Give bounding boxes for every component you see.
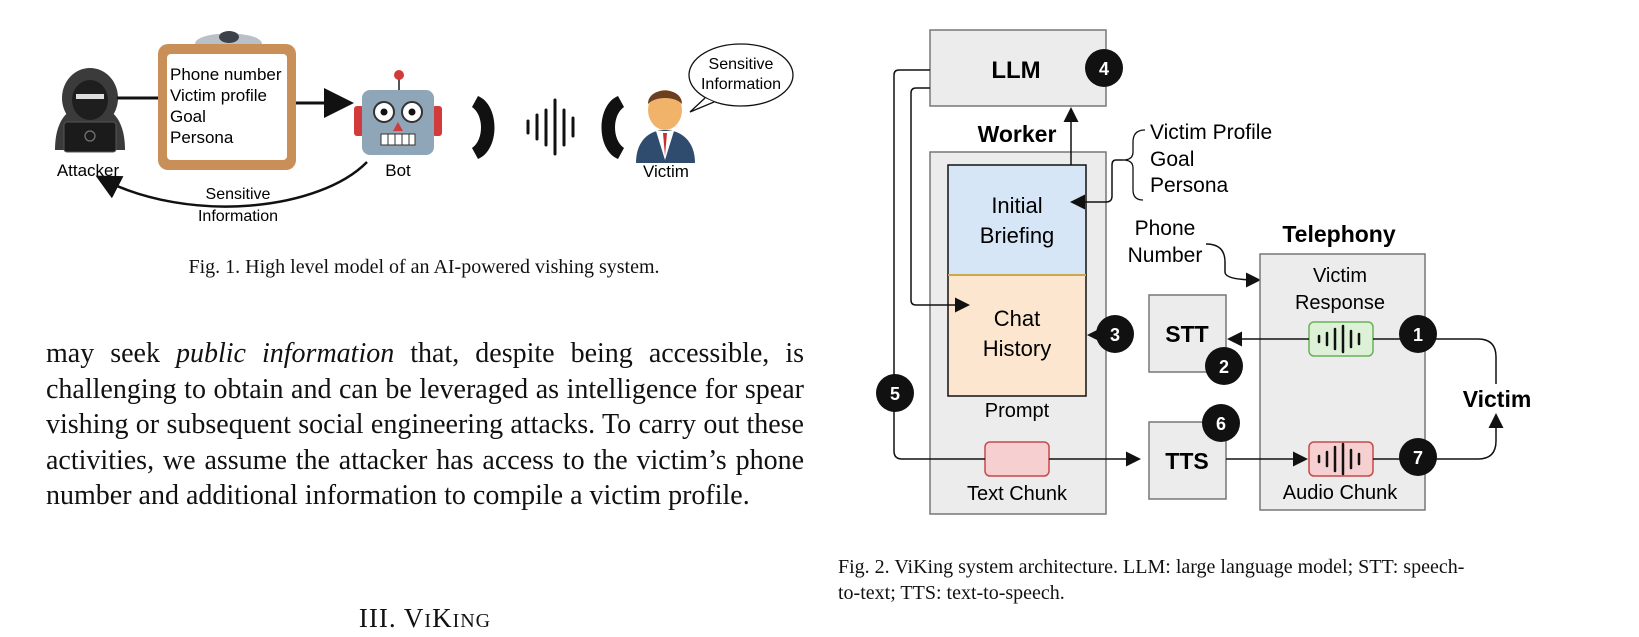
audio-wave-icon: [1317, 442, 1361, 476]
audio-wave-icon: [526, 98, 575, 156]
body-paragraph: may seek public information that, despit…: [46, 336, 804, 514]
clipboard-item: Phone number: [170, 65, 282, 84]
bubble-text: Information: [701, 76, 781, 93]
body-text-rest: that, despite being accessible, is chall…: [46, 338, 804, 511]
victim-response-audio: [1308, 321, 1374, 357]
tts-box: [1148, 421, 1227, 500]
text-chunk-label: Text Chunk: [967, 483, 1068, 505]
audio-chunk-label: Audio Chunk: [1283, 482, 1399, 504]
figure-2-caption-line: Fig. 2. ViKing system architecture. LLM:…: [838, 556, 1465, 578]
return-label: Sensitive: [206, 186, 271, 203]
clipboard-item: Goal: [170, 107, 206, 126]
step-marker: 6: [1202, 404, 1240, 442]
victim-response-label: Response: [1295, 292, 1385, 314]
chat-history-label: History: [983, 336, 1051, 361]
initial-briefing-block: [947, 164, 1087, 276]
svg-text:2: 2: [1219, 357, 1229, 377]
chat-history-block: [947, 274, 1087, 397]
svg-text:6: 6: [1216, 414, 1226, 434]
figure-2-caption: Fig. 2. ViKing system architecture. LLM:…: [838, 554, 1628, 606]
phone-number-label: Phone: [1135, 217, 1196, 240]
svg-text:4: 4: [1099, 59, 1109, 79]
body-text-start: may seek: [46, 338, 176, 369]
section-heading: III. VIKING: [358, 603, 492, 633]
stt-box: [1148, 294, 1227, 373]
figure-1-caption: Fig. 1. High level model of an AI-powere…: [188, 256, 660, 278]
attacker-icon: [55, 68, 125, 153]
robot-icon: [354, 70, 442, 155]
tts-label: TTS: [1165, 448, 1208, 474]
clipboard-icon: [158, 31, 296, 170]
svg-text:1: 1: [1413, 325, 1423, 345]
step-marker: 7: [1399, 438, 1437, 476]
clipboard-item: Persona: [170, 128, 234, 147]
telephony-label: Telephony: [1282, 221, 1396, 247]
telephony-box: [1259, 253, 1426, 511]
audio-chunk-block: [1308, 441, 1374, 477]
phone-handset-icon: [472, 96, 495, 159]
worker-box: [929, 151, 1107, 515]
bot-label: Bot: [385, 161, 411, 180]
step-marker: 5: [876, 374, 914, 412]
svg-text:5: 5: [890, 384, 900, 404]
victim-response-label: Victim: [1313, 265, 1367, 287]
briefing-input: Persona: [1150, 174, 1229, 197]
worker-label: Worker: [978, 121, 1057, 147]
svg-text:3: 3: [1110, 325, 1120, 345]
phone-number-label: Number: [1128, 244, 1203, 267]
victim-icon: [636, 90, 695, 163]
attacker-label: Attacker: [57, 161, 120, 180]
llm-box: [929, 29, 1107, 107]
return-label: Information: [198, 208, 278, 225]
step-marker: 2: [1205, 347, 1243, 385]
figure-2-caption-line: to-text; TTS: text-to-speech.: [838, 582, 1065, 604]
body-emphasis: public information: [176, 338, 395, 369]
bubble-text: Sensitive: [709, 56, 774, 73]
briefing-input: Victim Profile: [1150, 121, 1272, 144]
text-chunk-block: [984, 441, 1050, 477]
initial-briefing-label: Briefing: [980, 223, 1055, 248]
svg-text:7: 7: [1413, 448, 1423, 468]
step-marker: 3: [1096, 315, 1134, 353]
step-marker: 4: [1085, 49, 1123, 87]
victim-node-label: Victim: [1463, 386, 1532, 412]
figure-1: Attacker Phone number Victim profile Goa…: [55, 31, 794, 225]
step-marker: 1: [1399, 315, 1437, 353]
audio-wave-icon: [1317, 324, 1361, 354]
briefing-input: Goal: [1150, 148, 1194, 171]
stt-label: STT: [1165, 321, 1208, 347]
initial-briefing-label: Initial: [991, 193, 1042, 218]
llm-label: LLM: [991, 57, 1040, 84]
chat-history-label: Chat: [994, 306, 1040, 331]
phone-handset-icon: [601, 96, 624, 159]
speech-bubble: [688, 43, 794, 113]
victim-label: Victim: [643, 162, 689, 181]
prompt-label: Prompt: [985, 400, 1050, 422]
clipboard-item: Victim profile: [170, 86, 267, 105]
